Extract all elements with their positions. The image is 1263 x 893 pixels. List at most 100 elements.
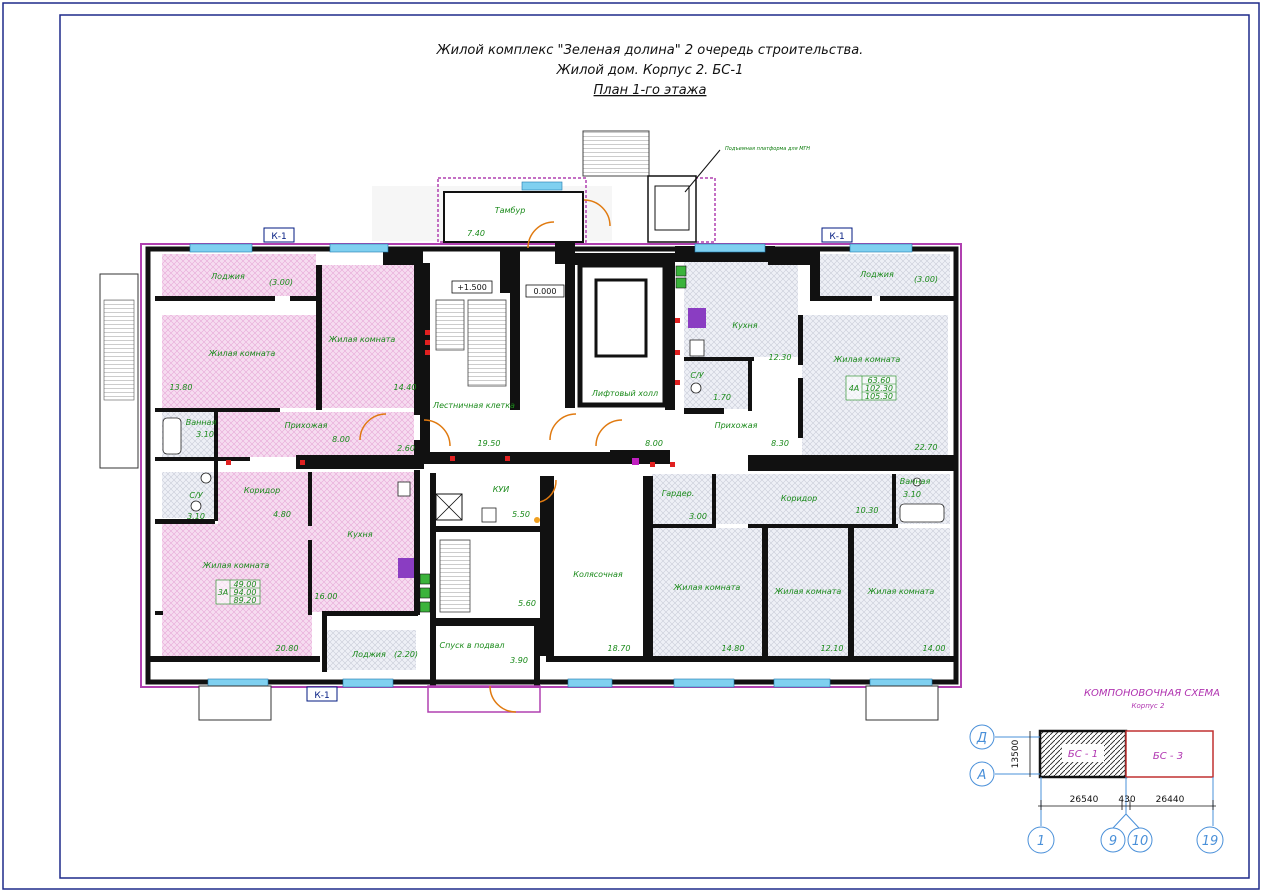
entrance-stair bbox=[582, 130, 650, 177]
section-tag-3: К-1 bbox=[306, 686, 338, 702]
riser-icons bbox=[419, 265, 687, 613]
room-name: Жилая комната bbox=[867, 587, 935, 596]
room-area: 13.80 bbox=[170, 383, 193, 392]
room-name: Жилая комната bbox=[202, 561, 270, 570]
platform-outline bbox=[694, 177, 716, 243]
room-living-2 bbox=[322, 265, 415, 408]
room-area: 16.00 bbox=[315, 592, 338, 601]
room-name: Коридор bbox=[781, 494, 817, 503]
room-hall-left bbox=[218, 412, 414, 457]
axis-col-10: 10 bbox=[1132, 834, 1149, 849]
room-name: Колясочная bbox=[573, 570, 623, 579]
room-area: 22.70 bbox=[915, 443, 938, 452]
apt-4a-tag: 4А bbox=[849, 384, 860, 393]
sanitary-fixtures bbox=[162, 339, 945, 523]
room-area: 3.00 bbox=[689, 512, 707, 521]
room-name: Лоджия bbox=[351, 650, 386, 659]
svg-text:К-1: К-1 bbox=[271, 232, 286, 242]
room-area: 19.50 bbox=[478, 439, 501, 448]
room-name: КУИ bbox=[493, 485, 510, 494]
room-area: 14.80 bbox=[722, 644, 745, 653]
main-stair bbox=[467, 299, 507, 387]
room-area: 3.10 bbox=[196, 430, 214, 439]
room-area: 18.70 bbox=[608, 644, 631, 653]
axis-col-19: 19 bbox=[1202, 834, 1219, 849]
apt-3a-v2: 94.00 bbox=[234, 588, 257, 597]
axis-row-d: Д bbox=[976, 731, 987, 746]
bottom-right-pit bbox=[865, 685, 939, 721]
room-name: Прихожая bbox=[715, 421, 758, 430]
room-name: Тамбур bbox=[495, 206, 526, 215]
title-line3: План 1-го этажа bbox=[594, 83, 707, 98]
scheme-block-bs1-label-bg bbox=[1062, 744, 1104, 762]
loggia-left-top bbox=[162, 254, 316, 296]
scheme-dim-3: 26440 bbox=[1156, 795, 1185, 805]
room-area: 4.80 bbox=[273, 510, 291, 519]
room-name: Жилая комната bbox=[774, 587, 842, 596]
room-area: 14.40 bbox=[394, 383, 417, 392]
apt-3a-v3: 89.20 bbox=[234, 596, 257, 605]
room-area: 5.50 bbox=[512, 510, 530, 519]
level-stair: +1.500 bbox=[457, 283, 487, 292]
building-contour bbox=[140, 243, 962, 688]
room-area: (2.20) bbox=[394, 650, 418, 659]
section-tag-1: К-1 bbox=[263, 227, 295, 243]
bottom-left-pit bbox=[198, 685, 272, 721]
room-name: С/У bbox=[189, 491, 203, 500]
room-area: 7.40 bbox=[467, 229, 485, 238]
title-line1: Жилой комплекс "Зеленая долина" 2 очеред… bbox=[436, 43, 864, 58]
room-living-7 bbox=[854, 528, 950, 656]
scheme-block-bs1-label: БС - 1 bbox=[1068, 749, 1098, 760]
lift-note: Подъемная платформа для МГН bbox=[725, 146, 810, 152]
title-line2: Жилой дом. Корпус 2. БС-1 bbox=[556, 63, 744, 78]
room-corridor-right bbox=[716, 474, 892, 524]
equipment-markers bbox=[226, 318, 680, 467]
room-name: Жилая комната bbox=[833, 355, 901, 364]
stove-icons bbox=[398, 308, 706, 578]
room-name: Кухня bbox=[347, 530, 372, 539]
apt-3a-v1: 49.00 bbox=[234, 580, 257, 589]
windows bbox=[189, 181, 933, 688]
room-name: Кухня bbox=[732, 321, 757, 330]
axis-col-1: 1 bbox=[1037, 834, 1045, 849]
marker-dot bbox=[534, 517, 540, 523]
apartment-table-3a: 3А 49.00 94.00 89.20 bbox=[215, 579, 261, 605]
room-name: С/У bbox=[690, 371, 704, 380]
vestibule bbox=[443, 191, 584, 243]
room-living-6 bbox=[768, 528, 848, 656]
svg-text:К-1: К-1 bbox=[829, 232, 844, 242]
apt-4a-v2: 102.30 bbox=[865, 384, 893, 393]
room-area: 20.80 bbox=[276, 644, 299, 653]
room-area: 8.00 bbox=[645, 439, 663, 448]
scheme-title: КОМПОНОВОЧНАЯ СХЕМА bbox=[1084, 688, 1220, 699]
apt-4a-v1: 63.60 bbox=[868, 376, 891, 385]
section-tag-2: К-1 bbox=[821, 227, 853, 243]
room-area: 12.10 bbox=[821, 644, 844, 653]
room-name: Ванная bbox=[186, 418, 217, 427]
room-area: 3.90 bbox=[510, 656, 528, 665]
room-name: Лестничная клетка bbox=[432, 401, 515, 410]
room-name: Жилая комната bbox=[208, 349, 276, 358]
room-name: Гардер. bbox=[662, 489, 695, 498]
room-name: Лоджия bbox=[859, 270, 894, 279]
level-lobby: 0.000 bbox=[534, 287, 557, 296]
room-living-1 bbox=[162, 315, 316, 408]
lobby-number-1: 2.60 bbox=[397, 444, 415, 453]
scheme-height: 13500 bbox=[1011, 739, 1021, 768]
room-area: (3.00) bbox=[269, 278, 293, 287]
axis-row-a: А bbox=[977, 768, 987, 783]
room-name: Прихожая bbox=[285, 421, 328, 430]
left-stair bbox=[103, 299, 135, 401]
room-wardrobe bbox=[652, 474, 712, 524]
room-name: Жилая комната bbox=[328, 335, 396, 344]
basement-stair bbox=[439, 539, 471, 613]
room-area: 8.00 bbox=[332, 435, 350, 444]
room-area: 3.10 bbox=[187, 512, 205, 521]
apt-3a-tag: 3А bbox=[218, 588, 229, 597]
marker-square bbox=[632, 458, 639, 465]
room-name: Спуск в подвал bbox=[440, 641, 505, 650]
lobby-number-2: 5.60 bbox=[518, 599, 536, 608]
loggia-right-top bbox=[820, 254, 950, 296]
service-shaft-cross bbox=[435, 493, 463, 521]
